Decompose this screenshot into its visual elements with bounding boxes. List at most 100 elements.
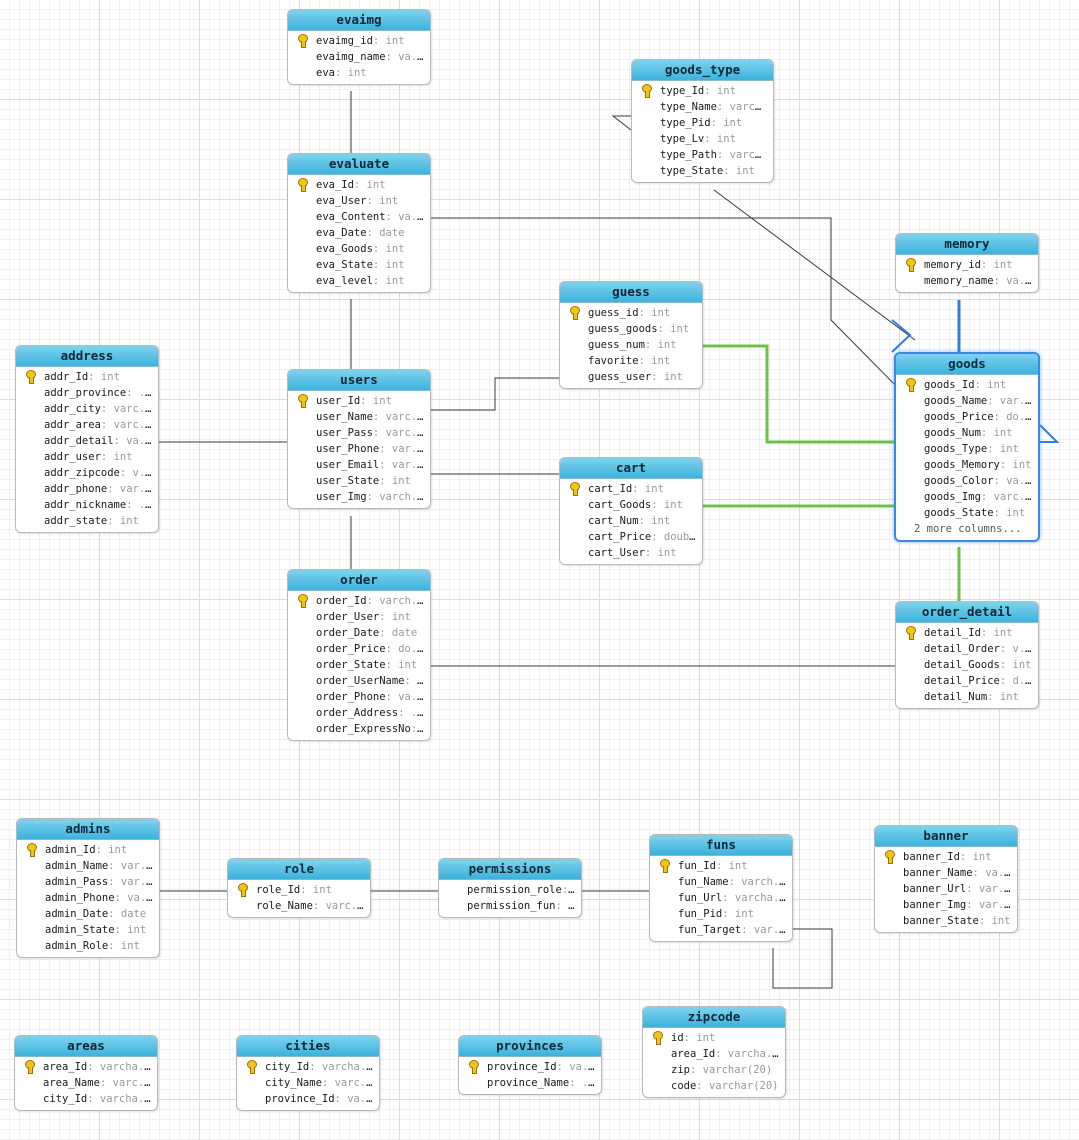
column-row[interactable]: addr_city: varc... bbox=[22, 401, 152, 417]
column-row[interactable]: addr_Id: int bbox=[22, 369, 152, 385]
table-title[interactable]: order_detail bbox=[896, 602, 1038, 623]
table-title[interactable]: address bbox=[16, 346, 158, 367]
column-row[interactable]: eva: int bbox=[294, 65, 424, 81]
column-row[interactable]: guess_num: int bbox=[566, 337, 696, 353]
table-title[interactable]: evaimg bbox=[288, 10, 430, 31]
column-row[interactable]: cart_Goods: int bbox=[566, 497, 696, 513]
column-row[interactable]: role_Name: varc... bbox=[234, 898, 364, 914]
table-title[interactable]: funs bbox=[650, 835, 792, 856]
column-row[interactable]: admin_Pass: var... bbox=[23, 874, 153, 890]
column-row[interactable]: order_Id: varch... bbox=[294, 593, 424, 609]
column-row[interactable]: order_User: int bbox=[294, 609, 424, 625]
column-row[interactable]: addr_province: ... bbox=[22, 385, 152, 401]
column-row[interactable]: user_Name: varc... bbox=[294, 409, 424, 425]
column-row[interactable]: city_Id: varcha... bbox=[21, 1091, 151, 1107]
column-row[interactable]: eva_level: int bbox=[294, 273, 424, 289]
relation-evaluate-to-goods[interactable] bbox=[431, 217, 906, 396]
column-row[interactable]: detail_Num: int bbox=[902, 689, 1032, 705]
table-title[interactable]: cities bbox=[237, 1036, 379, 1057]
more-columns-link[interactable]: 2 more columns... bbox=[914, 523, 1022, 535]
table-title[interactable]: areas bbox=[15, 1036, 157, 1057]
column-row[interactable]: addr_zipcode: v... bbox=[22, 465, 152, 481]
column-row[interactable]: type_Pid: int bbox=[638, 115, 767, 131]
column-row[interactable]: permission_role: ... bbox=[445, 882, 575, 898]
column-row[interactable]: admin_Phone: va... bbox=[23, 890, 153, 906]
column-row[interactable]: user_Phone: var... bbox=[294, 441, 424, 457]
column-row[interactable]: eva_Id: int bbox=[294, 177, 424, 193]
column-row[interactable]: eva_Date: date bbox=[294, 225, 424, 241]
column-row[interactable]: addr_state: int bbox=[22, 513, 152, 529]
column-row[interactable]: province_Name: ... bbox=[465, 1075, 595, 1091]
column-row[interactable]: type_Name: varc... bbox=[638, 99, 767, 115]
column-row[interactable]: banner_Id: int bbox=[881, 849, 1011, 865]
table-title[interactable]: zipcode bbox=[643, 1007, 785, 1028]
column-row[interactable]: order_Address: ... bbox=[294, 705, 424, 721]
column-row[interactable]: goods_State: int bbox=[902, 505, 1032, 521]
column-row[interactable]: type_Id: int bbox=[638, 83, 767, 99]
column-row[interactable]: admin_Role: int bbox=[23, 938, 153, 954]
column-row[interactable]: order_ExpressNo: ... bbox=[294, 721, 424, 737]
column-row[interactable]: order_Price: do... bbox=[294, 641, 424, 657]
column-row[interactable]: goods_Img: varc... bbox=[902, 489, 1032, 505]
table-title[interactable]: users bbox=[288, 370, 430, 391]
column-row[interactable]: permission_fun: ... bbox=[445, 898, 575, 914]
relation-goods_type-to-goods[interactable] bbox=[713, 189, 916, 341]
column-row[interactable]: goods_Name: var... bbox=[902, 393, 1032, 409]
column-row[interactable]: guess_id: int bbox=[566, 305, 696, 321]
column-row[interactable]: goods_Id: int bbox=[902, 377, 1032, 393]
column-row[interactable]: addr_phone: var... bbox=[22, 481, 152, 497]
column-row[interactable]: banner_Url: var... bbox=[881, 881, 1011, 897]
table-title[interactable]: admins bbox=[17, 819, 159, 840]
table-permissions[interactable]: permissions permission_role: ...permissio… bbox=[438, 858, 582, 918]
table-title[interactable]: role bbox=[228, 859, 370, 880]
column-row[interactable]: type_State: int bbox=[638, 163, 767, 179]
column-row[interactable]: area_Id: varcha... bbox=[649, 1046, 779, 1062]
column-row[interactable]: fun_Id: int bbox=[656, 858, 786, 874]
column-row[interactable]: memory_id: int bbox=[902, 257, 1032, 273]
column-row[interactable]: detail_Goods: int bbox=[902, 657, 1032, 673]
column-row[interactable]: addr_user: int bbox=[22, 449, 152, 465]
column-row[interactable]: goods_Memory: int bbox=[902, 457, 1032, 473]
relation-goods_type-to-goods_type[interactable] bbox=[611, 115, 632, 131]
column-row[interactable]: banner_Name: va... bbox=[881, 865, 1011, 881]
column-row[interactable]: user_State: int bbox=[294, 473, 424, 489]
table-title[interactable]: order bbox=[288, 570, 430, 591]
column-row[interactable]: detail_Order: v... bbox=[902, 641, 1032, 657]
column-row[interactable]: admin_Name: var... bbox=[23, 858, 153, 874]
column-row[interactable]: favorite: int bbox=[566, 353, 696, 369]
column-row[interactable]: detail_Id: int bbox=[902, 625, 1032, 641]
column-row[interactable]: fun_Pid: int bbox=[656, 906, 786, 922]
relation-guess-to-goods[interactable] bbox=[703, 344, 894, 444]
column-row[interactable]: eva_Goods: int bbox=[294, 241, 424, 257]
table-title[interactable]: permissions bbox=[439, 859, 581, 880]
column-row[interactable]: evaimg_name: va... bbox=[294, 49, 424, 65]
relation-users-to-guess[interactable] bbox=[431, 377, 559, 411]
column-row[interactable]: id: int bbox=[649, 1030, 779, 1046]
column-row[interactable]: order_Phone: va... bbox=[294, 689, 424, 705]
column-row[interactable]: province_Id: va... bbox=[465, 1059, 595, 1075]
column-row[interactable]: evaimg_id: int bbox=[294, 33, 424, 49]
column-row[interactable]: user_Pass: varc... bbox=[294, 425, 424, 441]
table-title[interactable]: guess bbox=[560, 282, 702, 303]
column-row[interactable]: city_Id: varcha... bbox=[243, 1059, 373, 1075]
column-row[interactable]: eva_State: int bbox=[294, 257, 424, 273]
table-order[interactable]: order order_Id: varch...order_User: int or… bbox=[287, 569, 431, 741]
column-row[interactable]: cart_Id: int bbox=[566, 481, 696, 497]
column-row[interactable]: goods_Price: do... bbox=[902, 409, 1032, 425]
column-row[interactable]: type_Lv: int bbox=[638, 131, 767, 147]
